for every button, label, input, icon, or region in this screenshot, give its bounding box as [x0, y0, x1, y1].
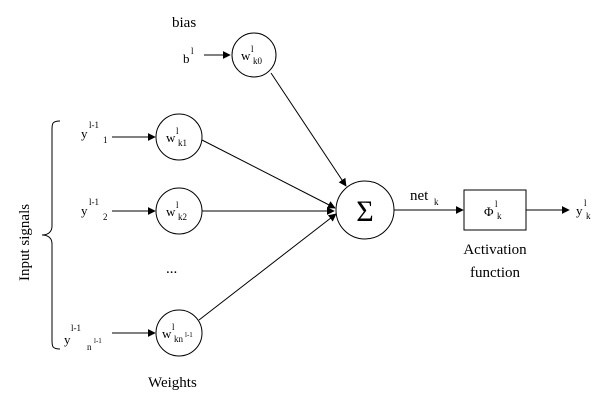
weight-node-k2: [155, 187, 203, 235]
svg-text:y: y: [64, 332, 71, 347]
svg-text:y: y: [81, 203, 88, 218]
activation-function-label-2: function: [470, 265, 520, 281]
svg-text:w: w: [162, 326, 172, 341]
weight-label-k1: w l k1: [166, 126, 187, 148]
edge-k0-sum: [270, 72, 347, 187]
edge-k1-sum: [201, 139, 336, 209]
svg-text:l-1: l-1: [94, 337, 102, 345]
svg-text:k: k: [586, 211, 591, 221]
output-signal: y l k: [576, 198, 591, 221]
svg-text:l-1: l-1: [185, 331, 193, 339]
svg-text:l: l: [191, 46, 194, 56]
svg-text:l: l: [584, 198, 587, 208]
input-signal-n: y l-1 n l-1: [64, 323, 102, 352]
svg-text:Φ: Φ: [484, 204, 494, 219]
weights-label: Weights: [148, 375, 197, 391]
svg-text:y: y: [576, 203, 583, 218]
svg-text:k2: k2: [178, 212, 187, 222]
weight-label-k0: w l k0: [241, 44, 263, 66]
svg-text:l: l: [176, 200, 179, 210]
input-brace: [41, 120, 61, 350]
svg-text:1: 1: [103, 135, 108, 145]
svg-text:n: n: [87, 342, 92, 352]
svg-text:k1: k1: [178, 138, 187, 148]
svg-text:w: w: [166, 130, 176, 145]
svg-text:l-1: l-1: [71, 323, 81, 333]
svg-text:l: l: [172, 322, 175, 332]
svg-text:l: l: [176, 126, 179, 136]
input-signals-label: Input signals: [17, 204, 33, 281]
svg-text:net: net: [410, 188, 429, 204]
input-signal-1: y l-1 1: [81, 120, 108, 145]
activation-symbol: Φ l k: [484, 199, 502, 221]
svg-text:k: k: [434, 197, 439, 207]
svg-text:w: w: [166, 204, 176, 219]
bias-label: bias: [172, 15, 196, 31]
svg-text:b: b: [183, 51, 190, 66]
svg-text:k: k: [497, 211, 502, 221]
input-signal-2: y l-1 2: [81, 197, 108, 222]
weight-node-kn: [155, 309, 203, 357]
weight-label-k2: w l k2: [166, 200, 187, 222]
svg-text:l-1: l-1: [89, 120, 99, 130]
edge-kn-sum: [198, 213, 337, 321]
svg-text:k0: k0: [253, 56, 263, 66]
svg-text:l: l: [251, 44, 254, 54]
svg-text:w: w: [241, 48, 251, 63]
svg-text:l: l: [495, 199, 498, 209]
activation-box: [463, 189, 527, 231]
weight-node-k1: [155, 113, 203, 161]
ellipsis: ...: [166, 261, 177, 277]
svg-text:2: 2: [103, 212, 108, 222]
svg-text:l-1: l-1: [89, 197, 99, 207]
net-label: net k: [410, 188, 439, 207]
weight-label-kn: w l kn l-1: [162, 322, 193, 344]
activation-function-label-1: Activation: [463, 242, 527, 258]
bias-input: b l: [183, 46, 194, 66]
svg-text:kn: kn: [174, 334, 184, 344]
svg-text:y: y: [81, 126, 88, 141]
sum-symbol: Σ: [356, 195, 373, 228]
weight-node-k0: [231, 32, 277, 78]
